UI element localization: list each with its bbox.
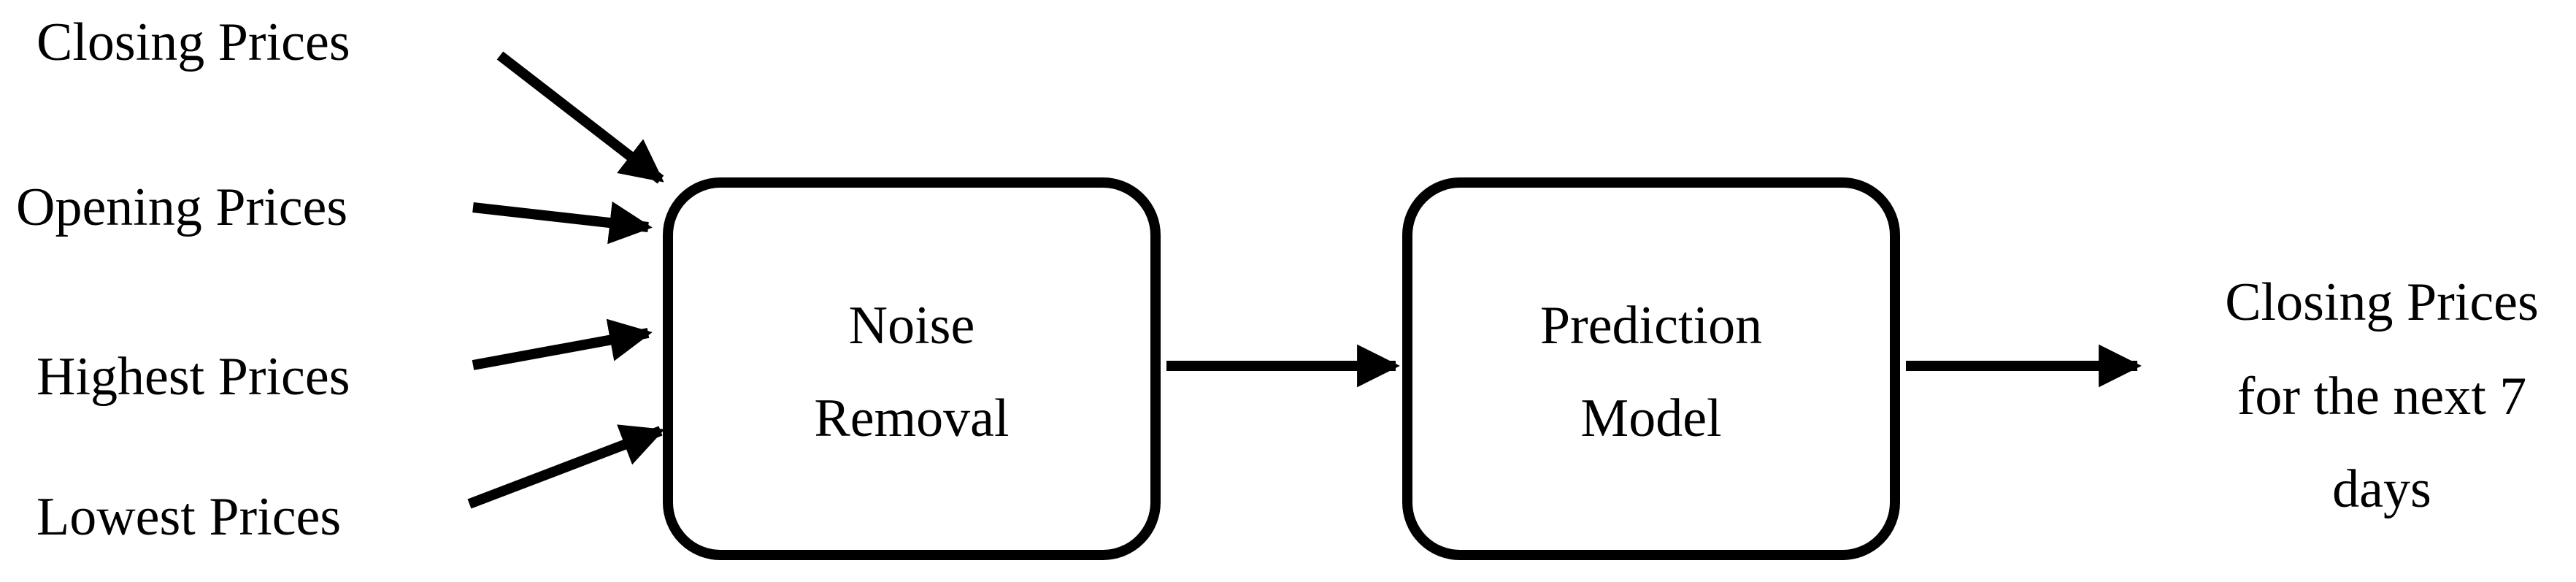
input-label-closing-prices: Closing Prices [36, 12, 350, 72]
noise-removal-label-line2: Removal [814, 388, 1009, 448]
prediction-model-box [1402, 177, 1900, 560]
input-label-highest-prices: Highest Prices [36, 347, 350, 407]
arrow-opening-to-noise-removal [472, 201, 653, 245]
noise-removal-box [663, 177, 1161, 560]
arrow-closing-to-noise-removal [496, 51, 664, 184]
output-label-line1: Closing Prices [2225, 272, 2539, 332]
input-label-lowest-prices: Lowest Prices [36, 487, 341, 547]
output-label-line3: days [2332, 459, 2431, 519]
prediction-model-label-line1: Prediction [1540, 296, 1762, 356]
prediction-model-label-line2: Model [1580, 388, 1721, 448]
input-label-opening-prices: Opening Prices [16, 177, 347, 237]
noise-removal-label-line1: Noise [849, 296, 975, 356]
arrow-highest-to-noise-removal [472, 318, 653, 370]
output-label-line2: for the next 7 [2237, 367, 2527, 426]
arrow-lowest-to-noise-removal [467, 424, 665, 509]
